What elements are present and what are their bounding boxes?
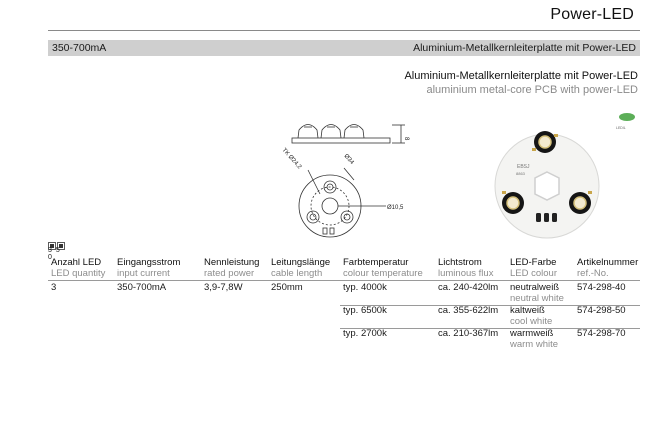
- cell-cable: 250mm: [271, 282, 303, 293]
- cell-current: 350-700mA: [117, 282, 167, 293]
- sticker-label: LEDIL: [616, 126, 626, 130]
- cell-ref: 574-298-70: [574, 328, 640, 351]
- dim-outer-label: Ø34: [343, 153, 355, 166]
- led-count-badge: 3 5 0: [48, 238, 68, 261]
- cell-flux: ca. 355-622lm: [435, 305, 507, 329]
- led-chip-icon: [48, 242, 65, 250]
- technical-drawing: 8 TK Ø24,2 Ø34 Ø10,5: [281, 124, 409, 238]
- cell-temperature: typ. 2700k: [340, 328, 435, 351]
- led-right: [569, 191, 592, 214]
- dim-hole-label: Ø10,5: [387, 205, 404, 211]
- side-view-lens-3: [343, 124, 365, 139]
- product-title-de: Aluminium-Metallkernleiterplatte mit Pow…: [404, 70, 638, 82]
- led-pad-1: [323, 180, 337, 194]
- cell-flux: ca. 240-420lm: [438, 282, 499, 293]
- led-pad-2: [306, 210, 320, 224]
- solder-pads: [536, 213, 557, 222]
- pcb-label: EBSJ: [517, 164, 530, 170]
- dim-pitch-label: TK Ø24,2: [281, 147, 303, 171]
- cell-ref: 574-298-40: [577, 282, 626, 293]
- pcb-center-hole: [534, 171, 560, 201]
- product-photo: LEDIL EBSJ 8863: [494, 113, 635, 239]
- table-row: 3 350-700mA 3,9-7,8W 250mm typ. 4000k ca…: [48, 281, 640, 306]
- product-title-en: aluminium metal-core PCB with power-LED: [426, 84, 638, 96]
- center-hole: [321, 197, 339, 215]
- band-current-range: 350-700mA: [52, 42, 107, 54]
- side-view-lens-1: [297, 124, 319, 139]
- cell-ref: 574-298-50: [574, 305, 640, 329]
- led-left: [502, 191, 524, 214]
- cell-temperature: typ. 4000k: [343, 282, 387, 293]
- side-view-board: [291, 137, 391, 144]
- cell-quantity: 3: [51, 282, 57, 293]
- band-category-title: Aluminium-Metallkernleiterplatte mit Pow…: [413, 42, 636, 54]
- led-count-label: 3 5 0: [48, 247, 61, 261]
- page-title: Power-LED: [550, 6, 634, 23]
- side-view-lens-2: [320, 124, 342, 139]
- led-top: [532, 131, 558, 153]
- pcb-code: 8863: [516, 171, 526, 176]
- cell-power: 3,9-7,8W: [204, 282, 243, 293]
- dim-height-label: 8: [403, 137, 409, 141]
- led-pad-3: [340, 210, 354, 224]
- header-divider: [48, 30, 640, 31]
- ledil-sticker: LEDIL: [616, 113, 635, 130]
- category-band: 350-700mA Aluminium-Metallkernleiterplat…: [48, 40, 640, 56]
- cell-temperature: typ. 6500k: [340, 305, 435, 329]
- cell-flux: ca. 210-367lm: [435, 328, 507, 351]
